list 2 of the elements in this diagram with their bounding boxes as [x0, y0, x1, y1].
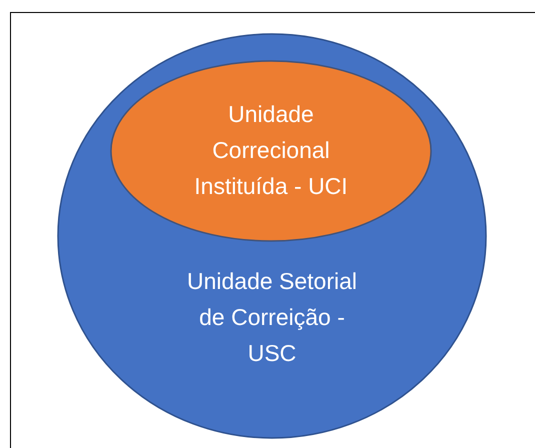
node-label: Unidade Setorial de Correição - USC	[186, 267, 358, 368]
node-label: Unidade Correcional Instituída - UCI	[193, 100, 349, 201]
